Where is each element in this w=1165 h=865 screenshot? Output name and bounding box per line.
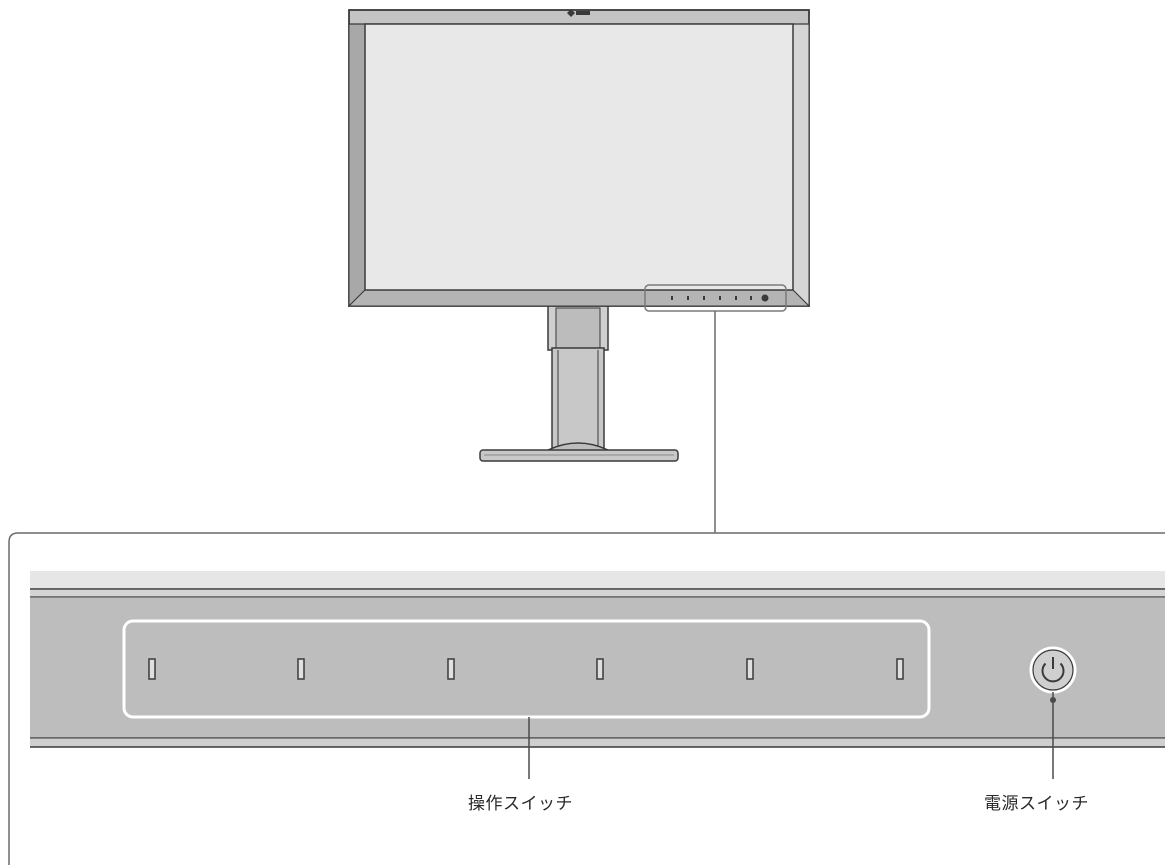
touch-key-icon[interactable] bbox=[148, 658, 156, 680]
zoom-frame bbox=[8, 532, 1165, 865]
operation-switches-label: 操作スイッチ bbox=[468, 794, 573, 814]
touch-key-icon[interactable] bbox=[596, 658, 604, 680]
monitor-base bbox=[479, 449, 679, 462]
touch-key-icon[interactable] bbox=[896, 658, 904, 680]
power-switch[interactable] bbox=[1029, 646, 1077, 694]
touch-key-icon[interactable] bbox=[746, 658, 754, 680]
touch-key-icon[interactable] bbox=[297, 658, 305, 680]
power-switch-label: 電源スイッチ bbox=[984, 794, 1089, 814]
touch-key-icon[interactable] bbox=[447, 658, 455, 680]
monitor-stand bbox=[547, 304, 609, 451]
monitor bbox=[347, 9, 811, 462]
operation-switches-highlight bbox=[122, 619, 931, 719]
monitor-screen bbox=[364, 23, 794, 291]
power-icon bbox=[1041, 657, 1065, 683]
operation-switches bbox=[122, 619, 931, 719]
brand-logo-icon bbox=[567, 9, 590, 17]
power-switch-leader-dot bbox=[1050, 697, 1056, 703]
